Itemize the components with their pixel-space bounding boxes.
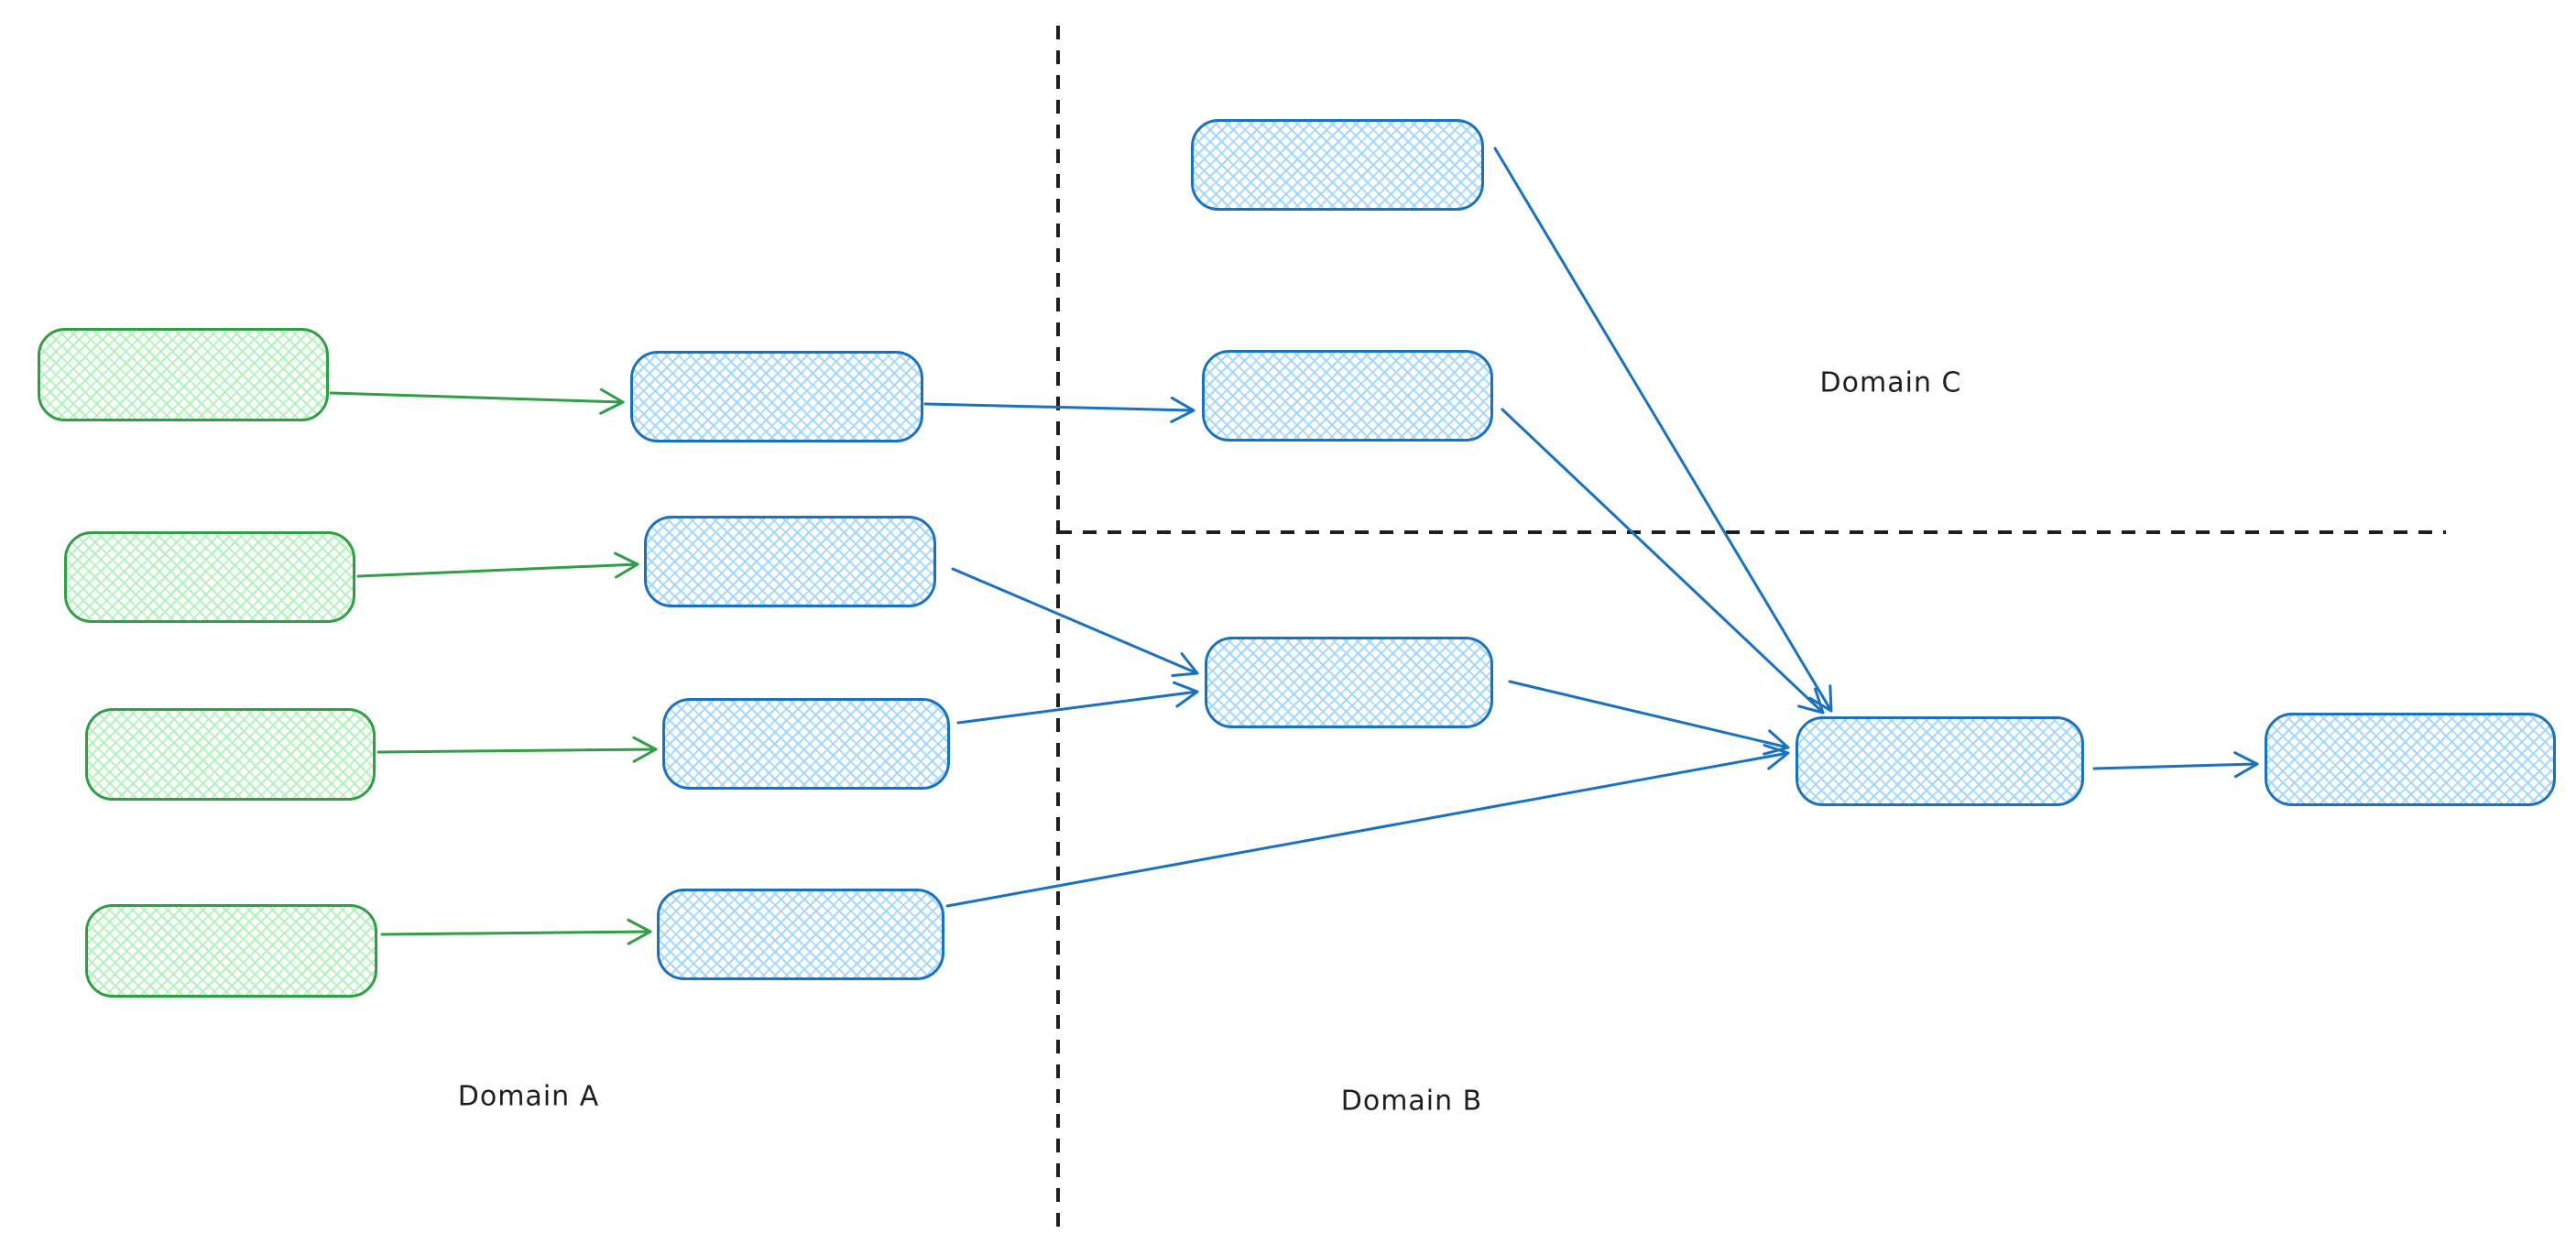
domain-a-process-4[interactable] (657, 889, 944, 980)
edge-process4-aggregator[interactable] (945, 744, 1790, 908)
domain-b-aggregator[interactable] (1796, 716, 2084, 806)
edge-process3-domainb[interactable] (956, 681, 1199, 725)
edge-process2-domainb[interactable] (951, 567, 1199, 678)
domain-b-label[interactable]: Domain B (1340, 1085, 1483, 1118)
domain-a-source-1[interactable] (38, 328, 329, 421)
domain-b-node[interactable] (1205, 637, 1493, 728)
edge-domainc2-aggregator[interactable] (1501, 408, 1825, 715)
domain-a-process-2[interactable] (644, 516, 936, 607)
domain-c-node-1[interactable] (1191, 119, 1484, 211)
edge-domainb-aggregator[interactable] (1508, 680, 1790, 756)
domain-a-source-4[interactable] (85, 904, 377, 998)
edge-source3-process3[interactable] (377, 736, 658, 763)
domain-b-output[interactable] (2265, 713, 2556, 806)
edge-source4-process4[interactable] (380, 918, 652, 945)
edge-domainc1-aggregator[interactable] (1493, 147, 1833, 713)
edge-source1-process1[interactable] (329, 387, 625, 415)
domain-a-source-3[interactable] (85, 708, 376, 801)
domain-a-label[interactable]: Domain A (457, 1080, 600, 1113)
domain-c-label[interactable]: Domain C (1819, 366, 1962, 399)
edge-source2-process2[interactable] (356, 551, 639, 579)
domain-a-source-2[interactable] (64, 531, 355, 623)
edge-process1-domainc2[interactable] (923, 396, 1195, 423)
domain-a-process-3[interactable] (662, 698, 950, 790)
domain-a-process-1[interactable] (630, 351, 923, 442)
domain-c-node-2[interactable] (1202, 350, 1493, 442)
edge-aggregator-output[interactable] (2092, 751, 2259, 779)
